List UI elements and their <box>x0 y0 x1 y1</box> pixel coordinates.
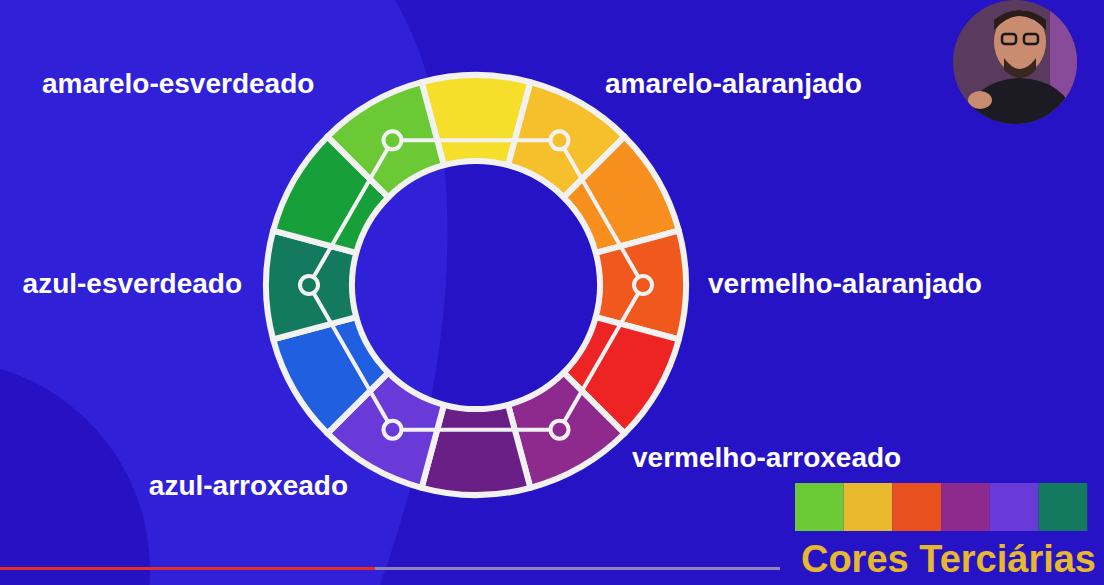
tertiary-hexagon <box>309 140 643 429</box>
tertiary-swatch <box>892 483 941 531</box>
progress-remaining <box>375 567 780 570</box>
background-blob <box>0 360 150 585</box>
presenter-beard <box>1004 58 1036 78</box>
color-name-label: vermelho-arroxeado <box>632 442 901 474</box>
tertiary-dot <box>384 131 402 149</box>
tertiary-dot <box>384 421 402 439</box>
webcam-backdrop <box>950 0 1080 130</box>
slide-title: Cores Terciárias <box>801 537 1096 581</box>
tertiary-swatch <box>990 483 1039 531</box>
tertiary-swatch <box>795 483 844 531</box>
color-name-label: vermelho-alaranjado <box>708 268 982 300</box>
presenter-glasses <box>1002 34 1016 44</box>
tertiary-swatch <box>844 483 893 531</box>
presenter-glasses <box>1024 34 1038 44</box>
tertiary-swatch <box>1039 483 1088 531</box>
tertiary-swatch <box>941 483 990 531</box>
presenter-hair <box>994 10 1046 30</box>
presenter-head <box>994 10 1046 74</box>
presenter-shirt <box>960 78 1080 130</box>
tertiary-dot <box>300 276 318 294</box>
color-name-label: amarelo-esverdeado <box>42 68 314 100</box>
presenter-hand <box>968 91 992 109</box>
color-wheel <box>266 75 686 495</box>
webcam-light <box>1050 0 1080 130</box>
progress-played <box>0 567 375 570</box>
color-name-label: azul-arroxeado <box>149 470 348 502</box>
tertiary-dot <box>634 276 652 294</box>
tertiary-dot <box>551 131 569 149</box>
tertiary-dot <box>551 421 569 439</box>
color-name-label: amarelo-alaranjado <box>605 68 862 100</box>
presenter-webcam <box>950 0 1080 130</box>
color-name-label: azul-esverdeado <box>23 268 242 300</box>
swatch-bar <box>795 483 1087 531</box>
